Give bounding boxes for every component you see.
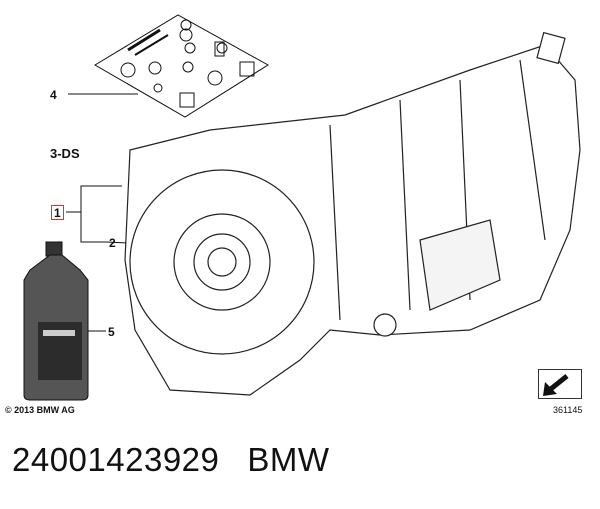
callout-4[interactable]: 4: [50, 88, 57, 102]
callout-5[interactable]: 5: [108, 325, 115, 339]
transmission-drawing: [124, 31, 581, 396]
part-footer: 24001423929 BMW: [12, 441, 358, 479]
brand-name: BMW: [247, 441, 330, 478]
oil-bottle-drawing: [23, 241, 89, 401]
hardware-kit-panel: [94, 14, 269, 118]
selected-callout-highlight: [51, 205, 64, 220]
copyright-text: © 2013 BMW AG: [5, 405, 75, 415]
callout-1[interactable]: 1: [54, 206, 61, 220]
arrow-down-left-icon: [543, 374, 569, 396]
navigate-arrow-button[interactable]: [538, 369, 582, 399]
diagram-number: 361145: [553, 405, 583, 415]
variant-label: 3-DS: [50, 146, 80, 161]
part-number: 24001423929: [12, 441, 220, 478]
callout-2[interactable]: 2: [109, 236, 116, 250]
